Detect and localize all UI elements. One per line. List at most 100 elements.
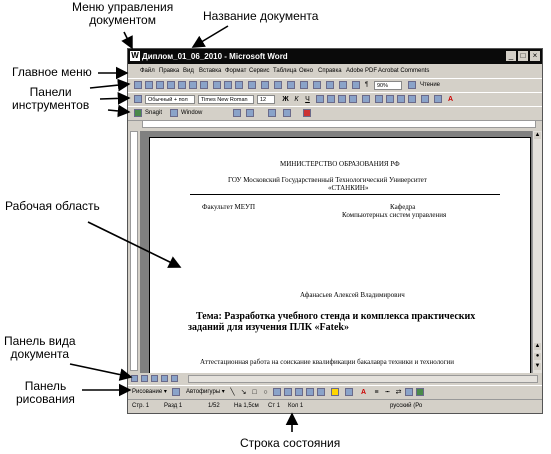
next-page-icon[interactable]: ▼ [534,363,541,370]
pdf-convert-icon[interactable] [233,109,241,117]
highlight-icon[interactable] [434,95,442,103]
horizontal-scrollbar[interactable] [188,375,538,383]
diagram-icon[interactable] [295,388,303,396]
scroll-up-icon[interactable]: ▲ [534,132,541,139]
menu-format[interactable]: Формат [225,68,247,74]
minimize-button[interactable]: _ [506,51,516,61]
vertical-scrollbar[interactable]: ▲ ▲ ● ▼ [532,131,542,373]
menu-adobe-pdf[interactable]: Adobe PDF [346,68,378,74]
copy-icon[interactable] [224,81,232,89]
font-color-icon[interactable]: A [447,96,454,103]
draw-menu-button[interactable]: Рисование ▾ [132,389,167,395]
align-left-icon[interactable] [316,95,324,103]
textbox-icon[interactable] [273,388,281,396]
borders-icon[interactable] [421,95,429,103]
web-view-icon[interactable] [141,375,148,382]
italic-button[interactable]: К [294,96,299,103]
decrease-indent-icon[interactable] [397,95,405,103]
show-marks-icon[interactable]: ¶ [365,82,369,88]
autoshapes-button[interactable]: Автофигуры ▾ [186,389,225,395]
open-icon[interactable] [145,81,153,89]
align-center-icon[interactable] [327,95,335,103]
insert-excel-icon[interactable] [313,81,321,89]
font-size-combo[interactable]: 12 [257,95,275,104]
line-spacing-icon[interactable] [362,95,370,103]
horizontal-ruler[interactable] [142,120,536,128]
bullets-icon[interactable] [386,95,394,103]
vertical-ruler[interactable] [130,131,138,371]
paste-icon[interactable] [235,81,243,89]
oval-icon[interactable]: ○ [263,389,268,396]
word-doc-icon[interactable]: W [130,51,140,61]
drawing-icon[interactable] [339,81,347,89]
review-icon[interactable] [268,109,276,117]
wordart-icon[interactable] [284,388,292,396]
save-icon[interactable] [156,81,164,89]
permission-icon[interactable] [167,81,175,89]
menu-edit[interactable]: Правка [159,68,180,74]
fill-color-icon[interactable] [331,388,339,396]
menu-file[interactable]: Файл [140,68,155,74]
style-combo[interactable]: Обычный + пол [145,95,195,104]
tables-borders-icon[interactable] [287,81,295,89]
maximize-button[interactable]: □ [518,51,528,61]
select-objects-icon[interactable] [172,388,180,396]
picture-icon[interactable] [317,388,325,396]
rectangle-icon[interactable]: □ [252,389,257,396]
menu-window[interactable]: Окно [299,68,313,74]
line-color-icon[interactable] [345,388,353,396]
draw-font-color-icon[interactable]: A [360,389,367,396]
read-mode-button[interactable]: Чтение [420,82,441,88]
menu-insert[interactable]: Вставка [199,68,222,74]
increase-indent-icon[interactable] [408,95,416,103]
menu-acrobat-comments[interactable]: Acrobat Comments [378,68,430,74]
prev-page-icon[interactable]: ▲ [534,343,541,350]
columns-icon[interactable] [326,81,334,89]
pdf-email-icon[interactable] [246,109,254,117]
menu-table[interactable]: Таблица [273,68,297,74]
new-doc-icon[interactable] [134,81,142,89]
window-capture-label[interactable]: Window [181,110,203,116]
menu-help[interactable]: Справка [318,68,342,74]
acrobat-icon[interactable] [303,109,311,117]
arrow-icon[interactable]: ↘ [240,389,247,396]
help-icon[interactable] [408,81,416,89]
preview-icon[interactable] [189,81,197,89]
line-style-icon[interactable]: ≡ [374,389,379,396]
print-icon[interactable] [178,81,186,89]
insert-table-icon[interactable] [300,81,308,89]
reading-view-icon[interactable] [171,375,178,382]
spelling-icon[interactable] [200,81,208,89]
dash-style-icon[interactable]: ┅ [385,389,390,396]
numbering-icon[interactable] [375,95,383,103]
menu-tools[interactable]: Сервис [249,68,270,74]
cut-icon[interactable] [213,81,221,89]
print-layout-icon[interactable] [151,375,158,382]
font-combo[interactable]: Times New Roman [198,95,254,104]
browse-object-icon[interactable]: ● [534,353,541,360]
track-icon[interactable] [283,109,291,117]
snagit-label[interactable]: Snagit [145,110,163,116]
document-page[interactable]: МИНИСТЕРСТВО ОБРАЗОВАНИЯ РФ ГОУ Московск… [149,137,531,373]
shadow-icon[interactable] [405,388,413,396]
line-icon[interactable]: ╲ [230,389,235,396]
underline-button[interactable]: Ч [305,96,310,103]
outline-view-icon[interactable] [161,375,168,382]
align-right-icon[interactable] [338,95,346,103]
justify-icon[interactable] [349,95,357,103]
capture-icon[interactable] [170,109,178,117]
hyperlink-icon[interactable] [274,81,282,89]
normal-view-icon[interactable] [131,375,138,382]
bold-button[interactable]: Ж [282,96,289,103]
close-button[interactable]: × [530,51,540,61]
snagit-icon[interactable] [134,109,142,117]
styles-icon[interactable] [134,95,142,103]
undo-icon[interactable] [248,81,256,89]
menu-view[interactable]: Вид [183,68,194,74]
arrow-style-icon[interactable]: ⇄ [395,389,402,396]
zoom-combo[interactable]: 90% [374,81,402,90]
clipart-icon[interactable] [306,388,314,396]
doc-map-icon[interactable] [352,81,360,89]
redo-icon[interactable] [261,81,269,89]
3d-icon[interactable] [416,388,424,396]
